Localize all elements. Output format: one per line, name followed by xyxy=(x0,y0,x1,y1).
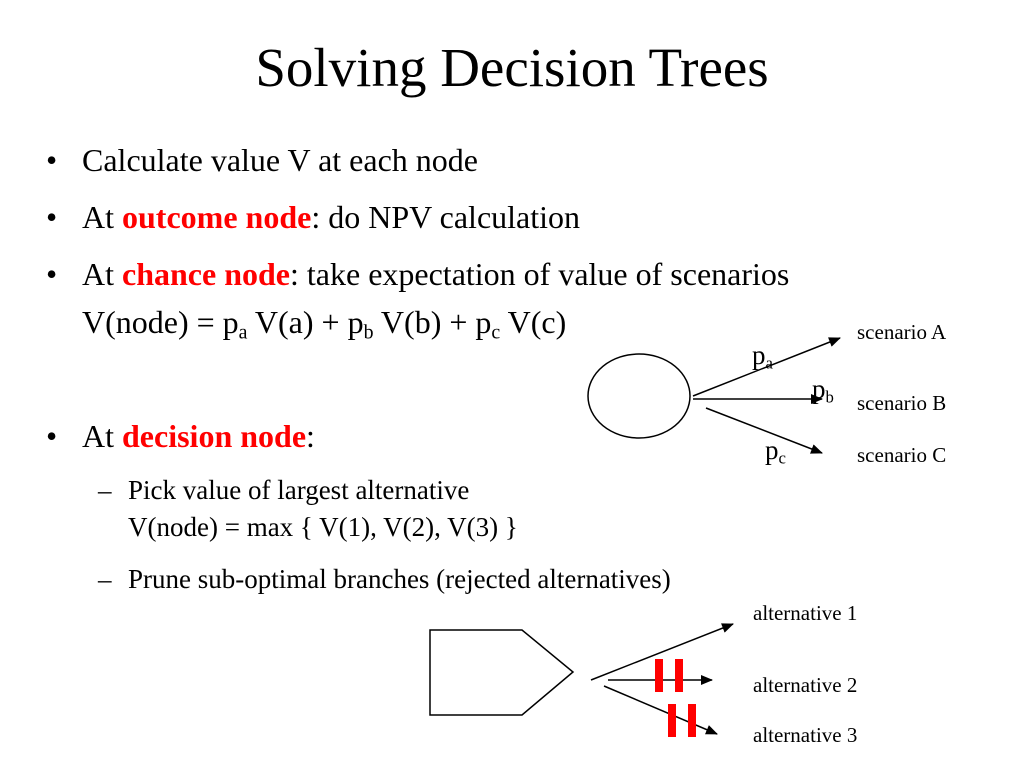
decision-node-shape xyxy=(429,629,575,716)
sub-bullet-dash: – xyxy=(98,564,112,594)
decision-node-term: decision node xyxy=(122,418,307,454)
bullet-dot: • xyxy=(46,199,58,235)
decision-node-formula: V(node) = max { V(1), V(2), V(3) } xyxy=(128,512,518,542)
bullet-decision-node: •At decision node: xyxy=(46,418,315,454)
prune-mark-alt3 xyxy=(668,704,676,737)
alternative-arrow-1 xyxy=(590,623,734,681)
alternative-arrow-3 xyxy=(603,685,718,735)
page-title: Solving Decision Trees xyxy=(255,37,769,98)
branch-arrow-c xyxy=(705,407,823,454)
scenario-a-label: scenario A xyxy=(857,320,947,344)
prob-label-b: pb xyxy=(812,374,834,407)
chance-node-term: chance node xyxy=(122,256,290,292)
scenario-b-label: scenario B xyxy=(857,391,947,415)
prune-mark-alt3 xyxy=(688,704,696,737)
scenario-c-label: scenario C xyxy=(857,443,947,467)
bullet-dot: • xyxy=(46,142,58,178)
prob-label-a: pa xyxy=(752,340,773,373)
bullet-dot: • xyxy=(46,418,58,454)
alternative-2-label: alternative 2 xyxy=(753,673,858,697)
prob-label-c: pc xyxy=(765,435,786,468)
outcome-node-term: outcome node xyxy=(122,199,312,235)
sub-bullet-dash: – xyxy=(98,475,112,505)
sub-bullet-pick-value: –Pick value of largest alternative xyxy=(98,475,470,505)
bullet-outcome-node: •At outcome node: do NPV calculation xyxy=(46,199,581,235)
chance-node-formula: V(node) = pa V(a) + pb V(b) + pc V(c) xyxy=(82,304,567,344)
sub-bullet-prune: –Prune sub-optimal branches (rejected al… xyxy=(98,564,671,594)
prune-mark-alt2 xyxy=(655,659,663,692)
chance-node-circle xyxy=(587,353,691,439)
alternative-3-label: alternative 3 xyxy=(753,723,858,747)
prune-mark-alt2 xyxy=(675,659,683,692)
bullet-dot: • xyxy=(46,256,58,292)
bullet-chance-node: •At chance node: take expectation of val… xyxy=(46,256,790,292)
alternative-1-label: alternative 1 xyxy=(753,601,858,625)
bullet-calculate-value: •Calculate value V at each node xyxy=(46,142,478,178)
branch-arrow-a xyxy=(692,337,841,397)
